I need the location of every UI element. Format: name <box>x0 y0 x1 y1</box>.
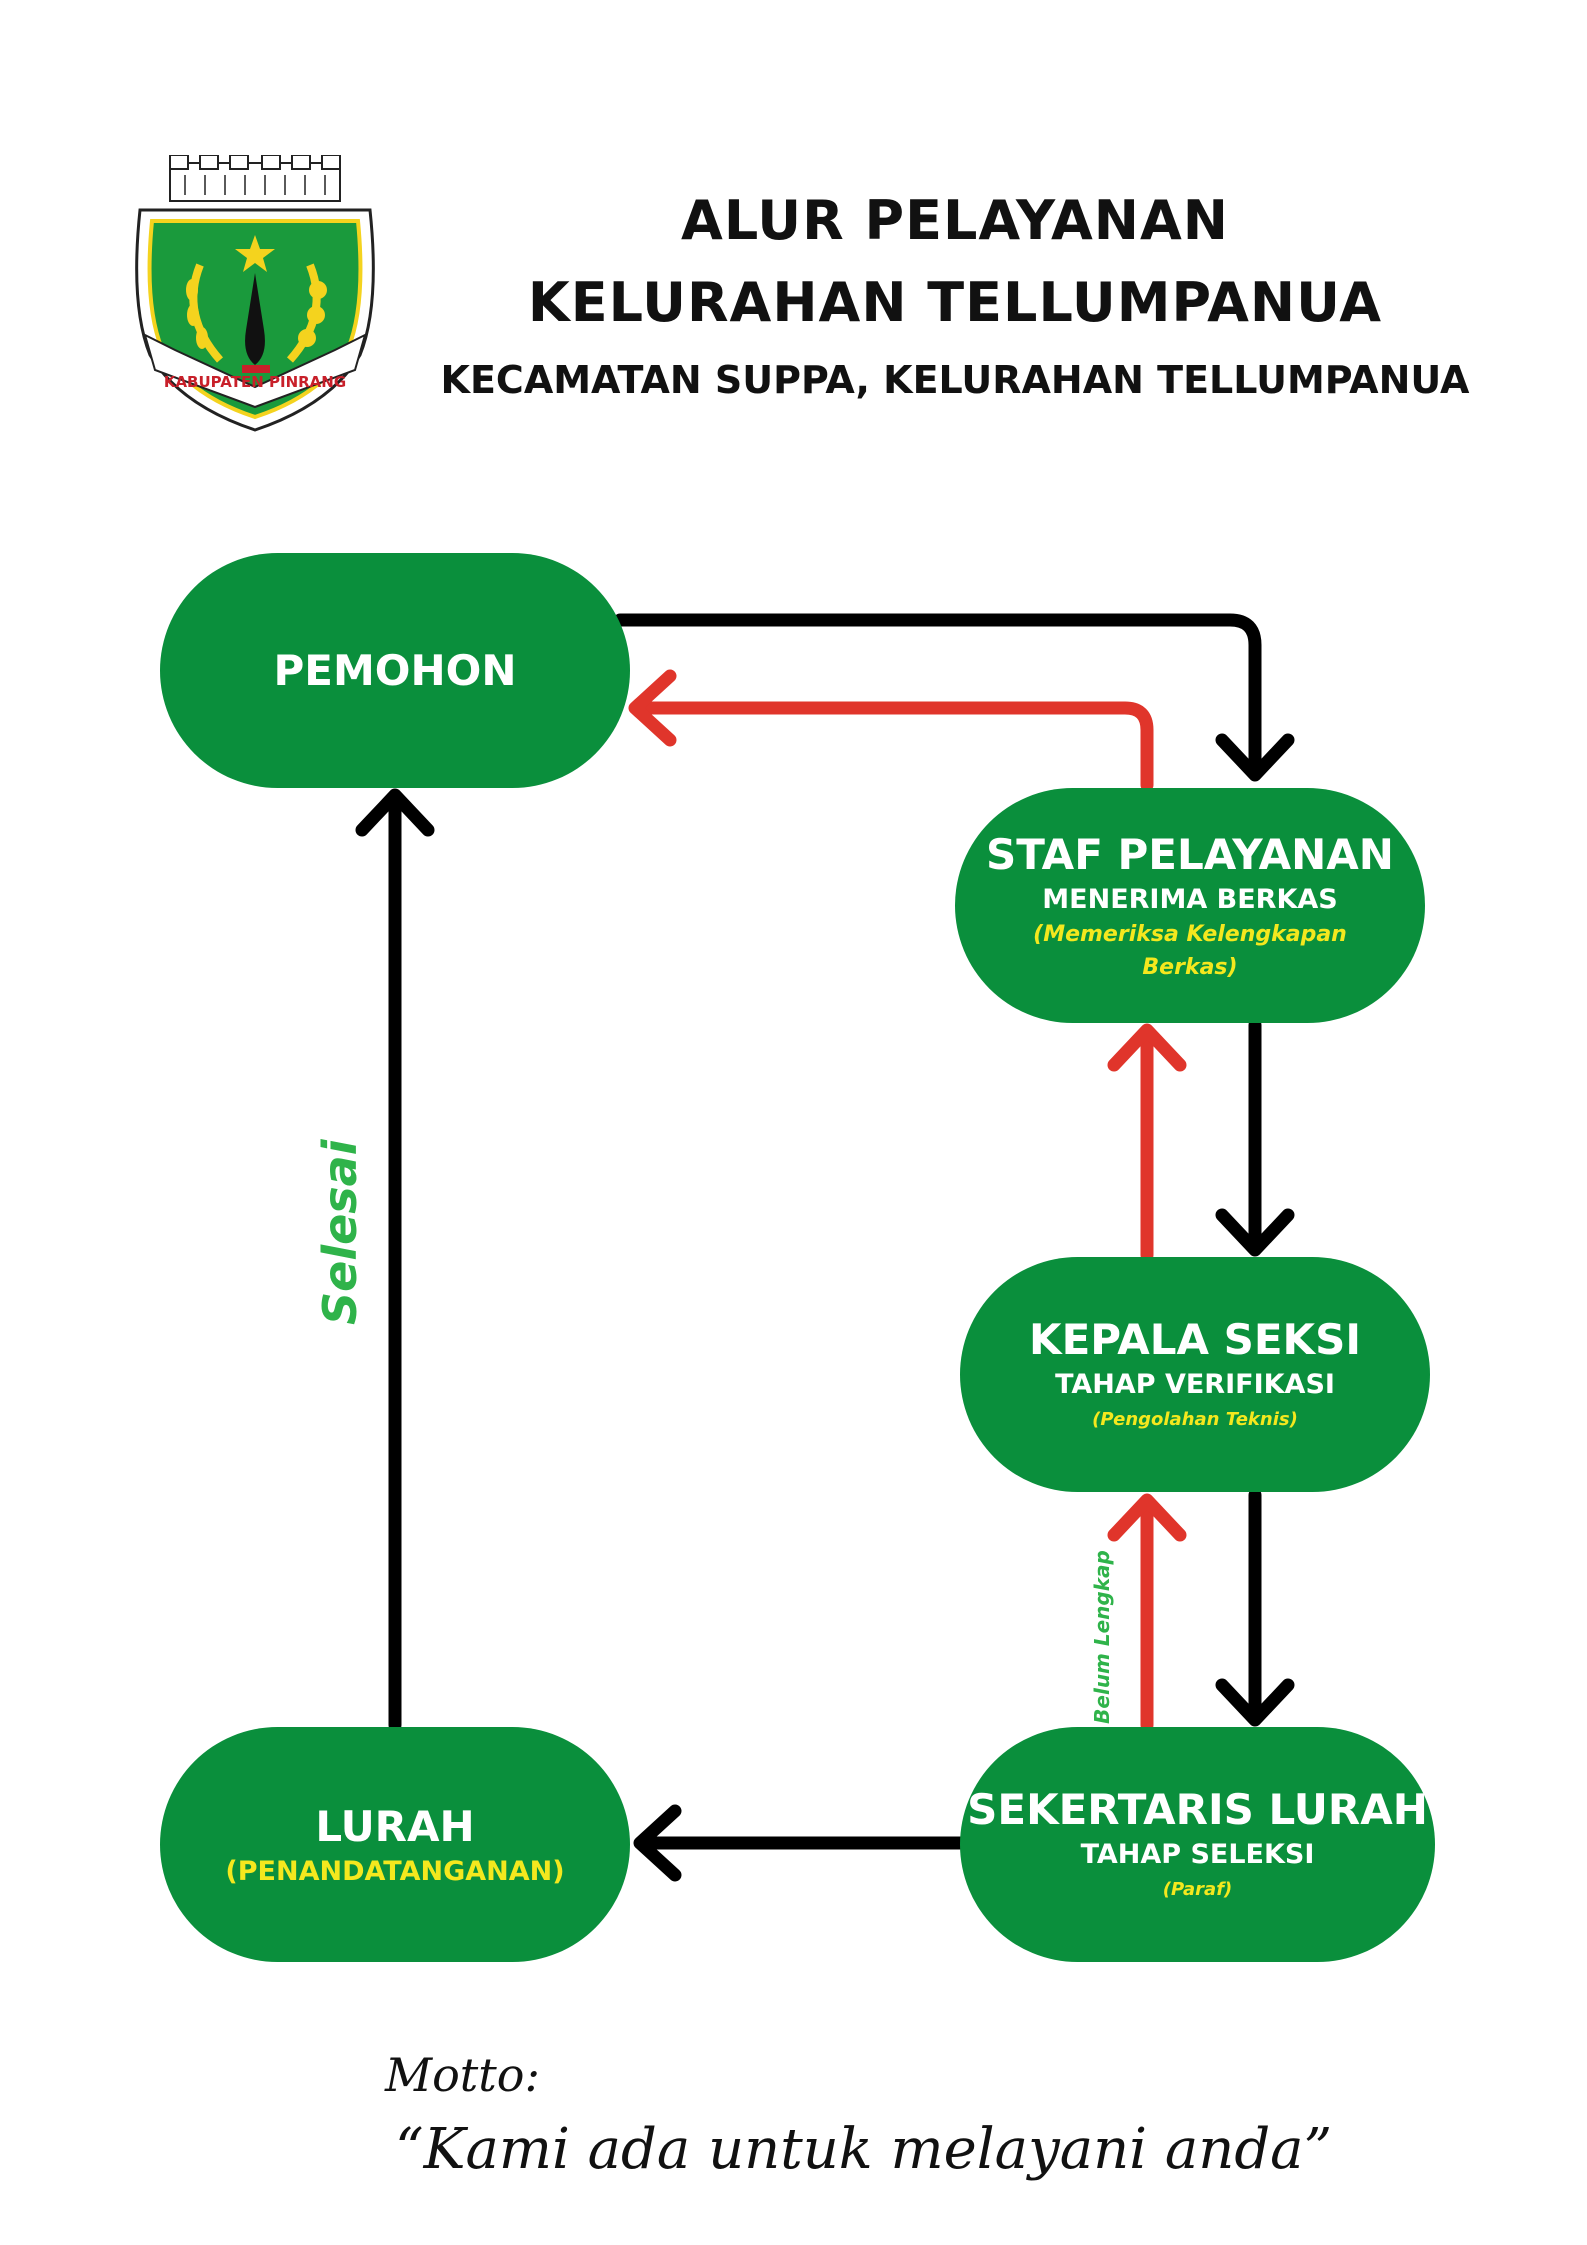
node-kasi-sub: TAHAP VERIFIKASI <box>1055 1369 1335 1400</box>
node-kepala-seksi: KEPALA SEKSI TAHAP VERIFIKASI (Pengolaha… <box>960 1257 1430 1492</box>
arrowhead-kasi-to-sekertaris <box>1215 1678 1295 1727</box>
arrowhead-pemohon-to-staf <box>1215 733 1295 782</box>
node-pemohon-title: PEMOHON <box>273 645 517 695</box>
node-kasi-note: (Pengolahan Teknis) <box>1092 1409 1298 1430</box>
arrow-pemohon-to-staf <box>613 613 1262 772</box>
motto: Motto: “Kami ada untuk melayani anda” <box>385 2040 1332 2190</box>
node-staf-pelayanan: STAF PELAYANAN MENERIMA BERKAS (Memeriks… <box>955 788 1425 1023</box>
node-pemohon: PEMOHON <box>160 553 630 788</box>
node-sekertaris-sub: TAHAP SELEKSI <box>1080 1839 1315 1870</box>
page-title-line1: ALUR PELAYANAN <box>681 189 1229 252</box>
node-sekertaris-title: SEKERTARIS LURAH <box>967 1785 1428 1834</box>
node-lurah: LURAH (PENANDATANGANAN) <box>160 1727 630 1962</box>
kabupaten-pinrang-logo: KABUPATEN PINRANG <box>135 155 375 432</box>
node-staf-title: STAF PELAYANAN <box>986 829 1394 879</box>
motto-text: “Kami ada untuk melayani anda” <box>395 2117 1333 2182</box>
header: ALUR PELAYANAN KELURAHAN TELLUMPANUA KEC… <box>390 180 1520 410</box>
node-lurah-title: LURAH <box>315 1801 475 1851</box>
node-sekertaris-note: (Paraf) <box>1162 1879 1233 1900</box>
node-sekertaris-lurah: SEKERTARIS LURAH TAHAP SELEKSI (Paraf) <box>960 1727 1435 1962</box>
motto-label: Motto: <box>385 2048 540 2102</box>
label-belum-lengkap: Belum Lengkap <box>1090 1550 1114 1724</box>
arrowhead-staf-to-pemohon <box>628 669 677 747</box>
arrowhead-staf-to-kasi <box>1215 1208 1295 1257</box>
arrowhead-sekertaris-to-lurah <box>633 1804 682 1882</box>
node-staf-sub: MENERIMA BERKAS <box>1042 883 1338 915</box>
logo-ribbon-text: KABUPATEN PINRANG <box>164 373 346 391</box>
arrowhead-sekertaris-to-kasi <box>1107 1493 1187 1542</box>
page-subtitle: KECAMATAN SUPPA, KELURAHAN TELLUMPANUA <box>440 358 1470 402</box>
arrowhead-lurah-to-pemohon <box>355 788 435 837</box>
arrow-staf-to-pemohon <box>633 701 1154 792</box>
arrowhead-kasi-to-staf <box>1107 1023 1187 1072</box>
label-selesai: Selesai <box>313 1139 367 1325</box>
page-title-line2: KELURAHAN TELLUMPANUA <box>527 271 1383 334</box>
node-kasi-title: KEPALA SEKSI <box>1029 1315 1361 1364</box>
node-staf-note: (Memeriksa Kelengkapan Berkas) <box>1033 921 1347 980</box>
node-lurah-sub: (PENANDATANGANAN) <box>225 1855 565 1887</box>
